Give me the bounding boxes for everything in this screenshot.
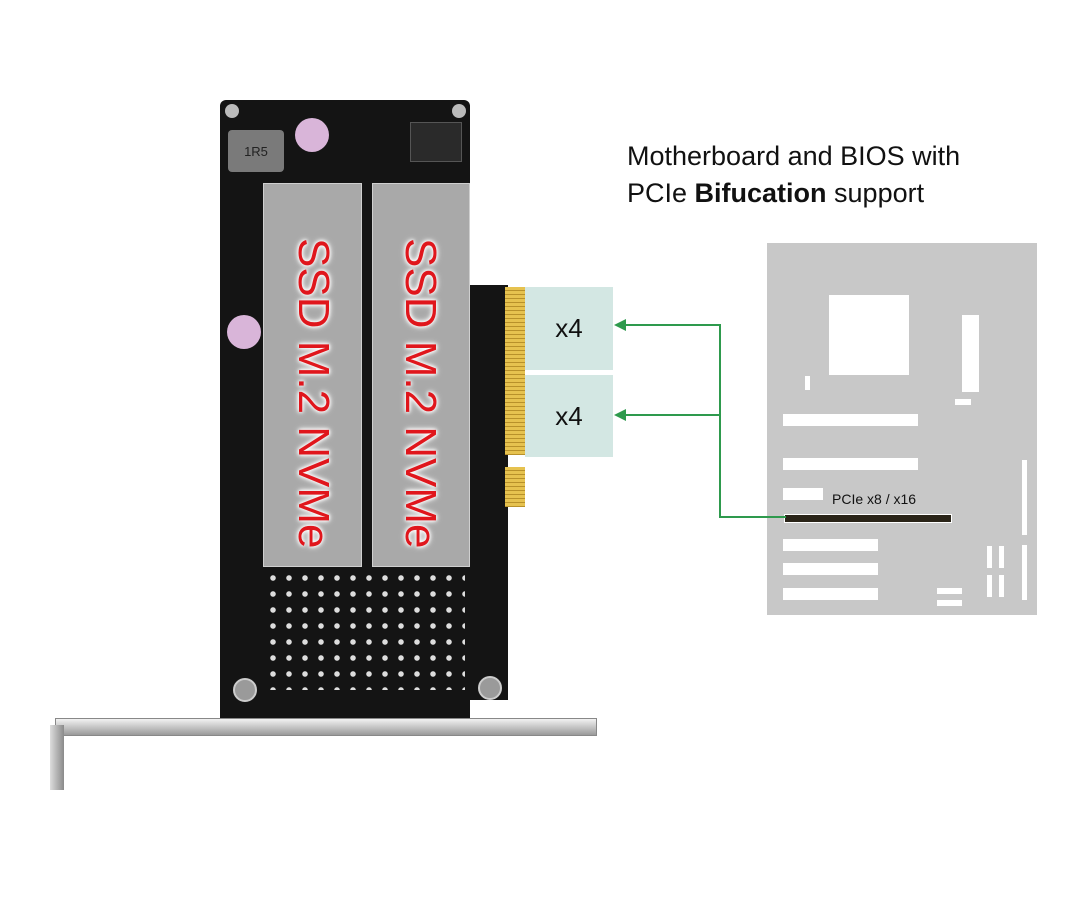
heading-prefix: PCIe <box>627 178 695 208</box>
arrow-line-1 <box>622 324 786 518</box>
gold-fingers-short <box>505 467 525 507</box>
heading-line-1: Motherboard and BIOS with <box>627 141 961 171</box>
heading-line-2: PCIe Bifucation support <box>627 175 960 212</box>
lane-box-1: x4 <box>525 287 613 370</box>
arrowhead-2 <box>614 409 626 421</box>
lane-label: x4 <box>555 400 583 431</box>
lane-box-2: x4 <box>525 375 613 457</box>
pcie-slot-label: PCIe x8 / x16 <box>832 491 917 507</box>
heading-suffix: support <box>826 178 925 208</box>
pcie-slot <box>784 514 952 523</box>
lane-label: x4 <box>555 313 583 343</box>
ssd-slot-2 <box>372 183 470 567</box>
ssd-slot-1 <box>263 183 362 567</box>
capacitor <box>227 315 261 349</box>
ssd-slot-holes <box>265 570 465 690</box>
mount-hole <box>225 104 239 118</box>
capacitor <box>295 118 329 152</box>
gold-fingers-main <box>505 287 525 455</box>
bracket-foot <box>50 725 64 790</box>
ssd-label-1: SSD M.2 NVMe <box>289 238 338 549</box>
pcie-card-edge <box>468 285 508 700</box>
arrowhead-1 <box>614 319 626 331</box>
ssd-label-2: SSD M.2 NVMe <box>396 238 445 549</box>
inductor: 1R5 <box>228 130 284 172</box>
motherboard: PCIe x8 / x16 <box>767 243 1037 615</box>
heading-bold: Bifucation <box>694 178 827 208</box>
heading: Motherboard and BIOS with PCIe Bifucatio… <box>627 138 960 212</box>
screw <box>478 676 502 700</box>
chip <box>410 122 462 162</box>
mount-hole <box>452 104 466 118</box>
cpu-socket <box>829 295 909 375</box>
screw <box>233 678 257 702</box>
